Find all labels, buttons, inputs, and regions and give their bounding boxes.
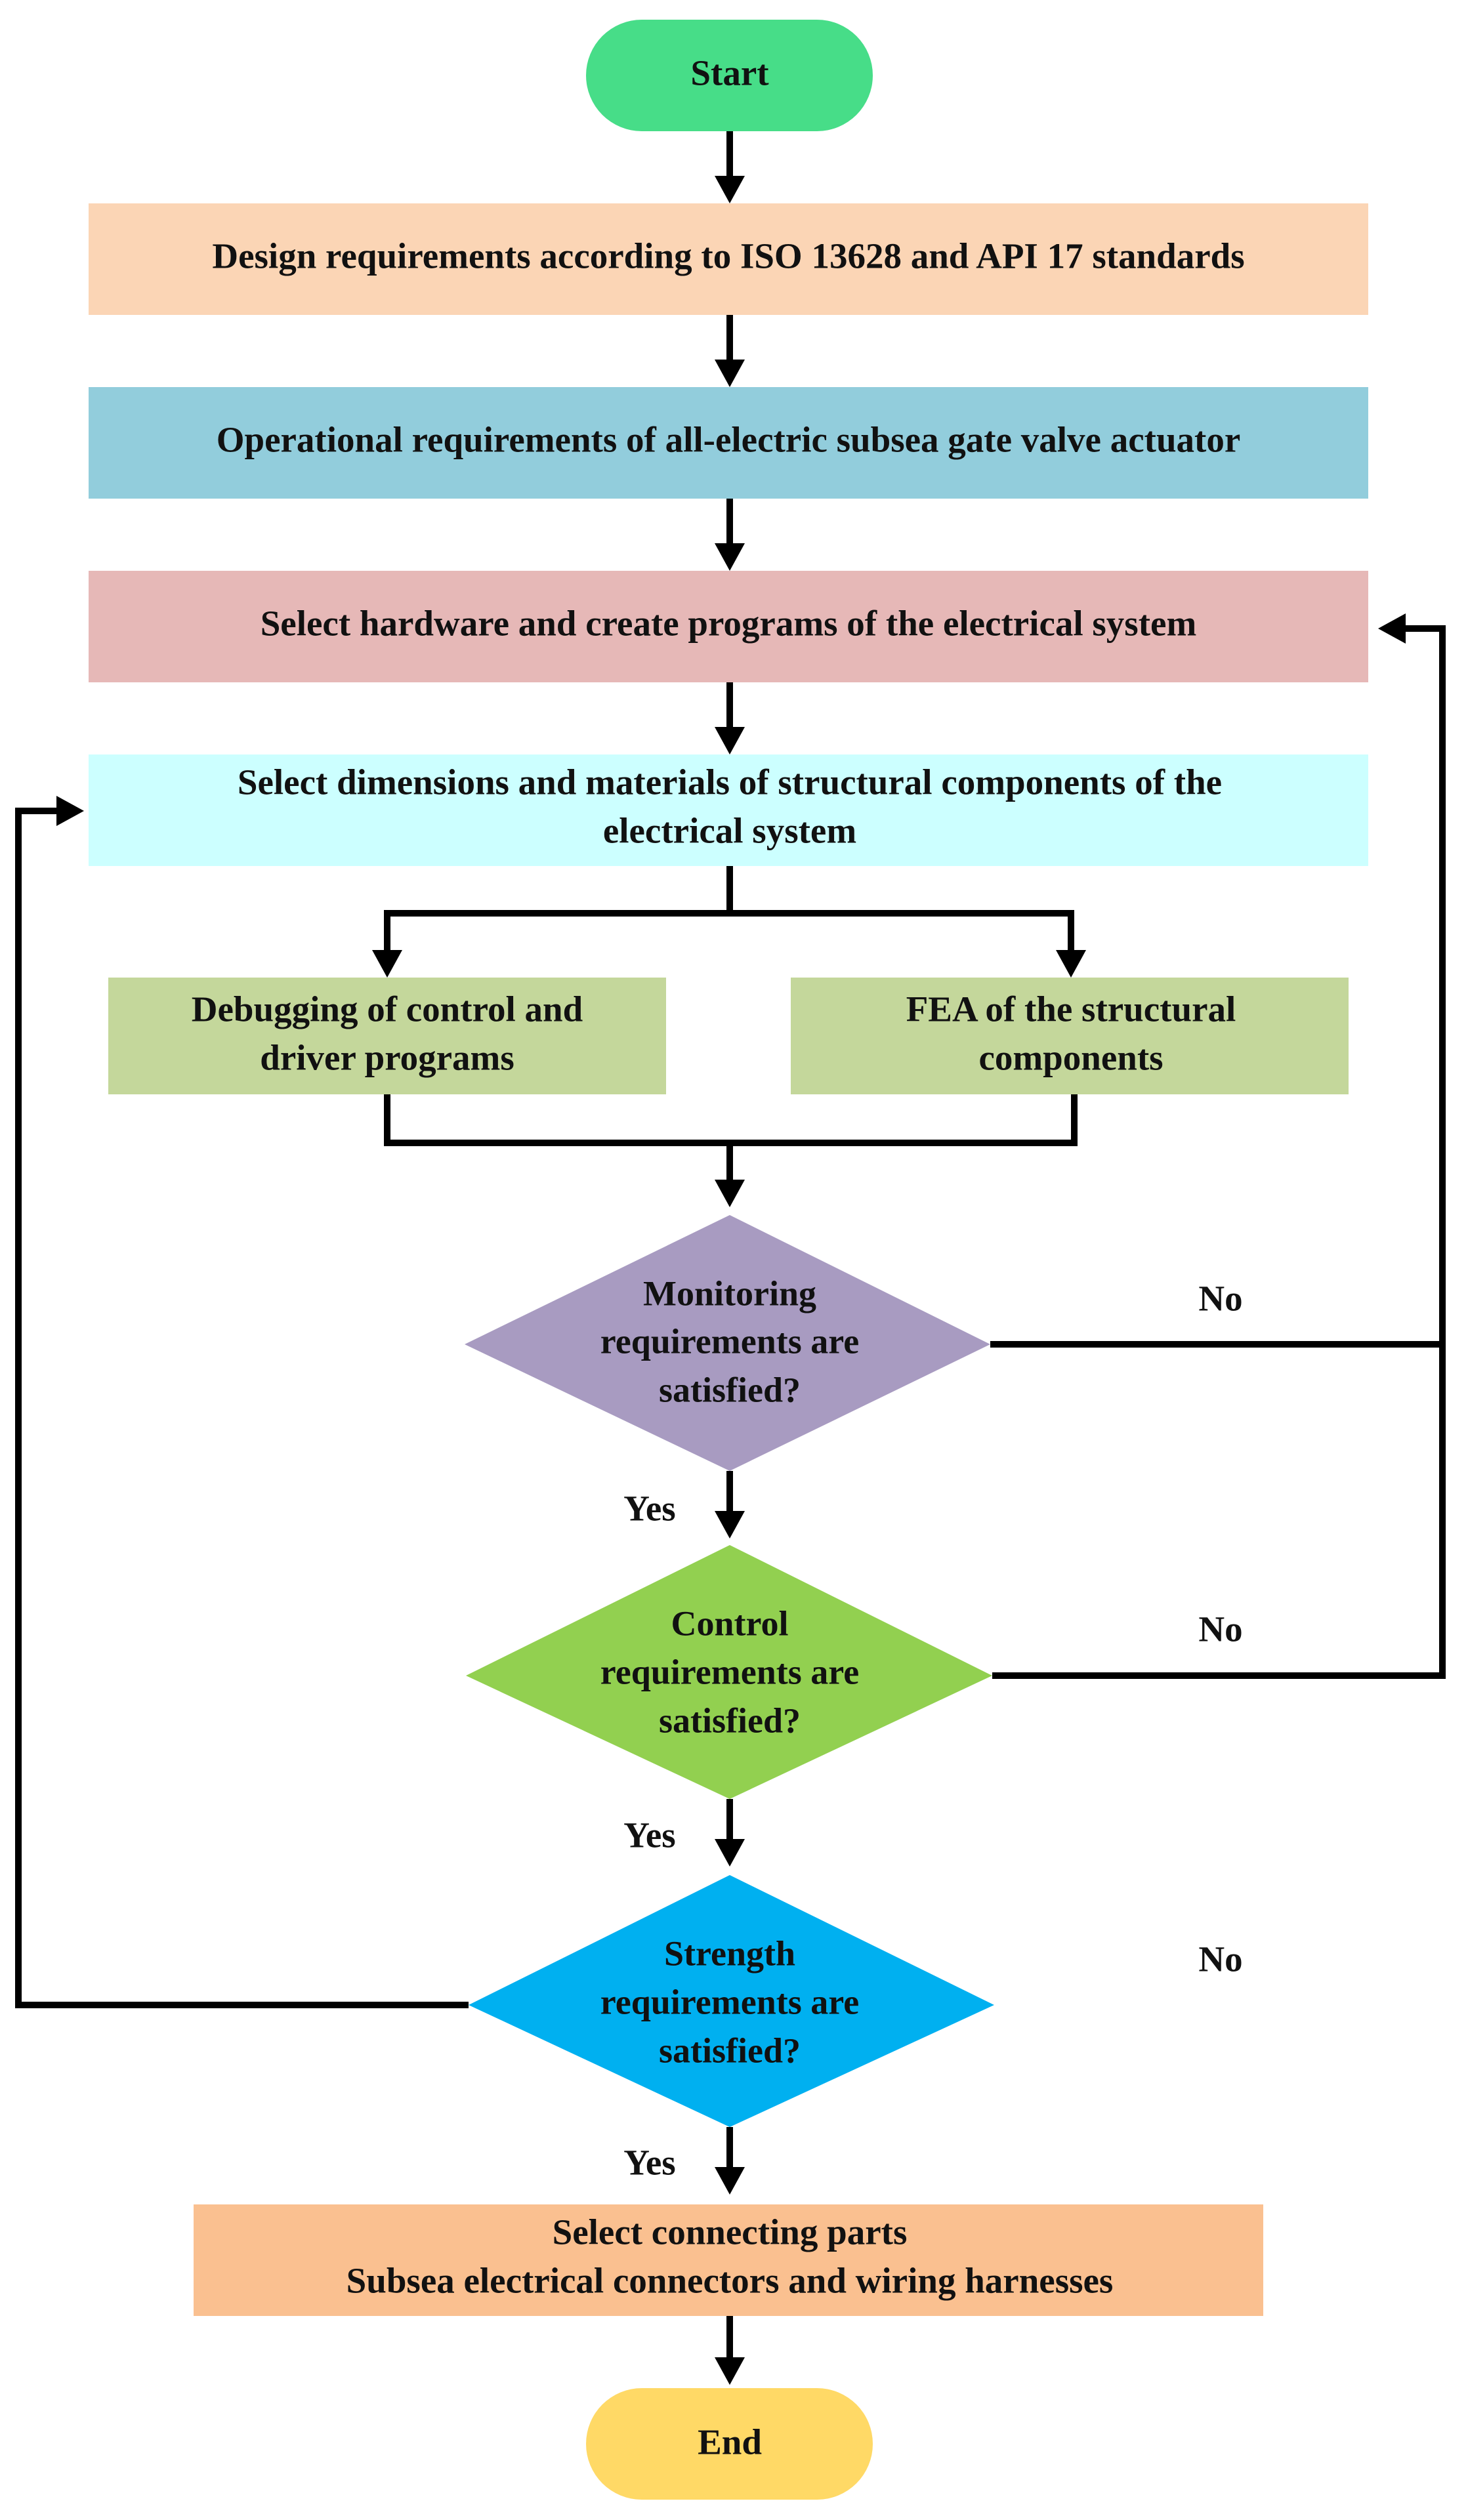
step-operational-box (89, 387, 1368, 499)
merge-connector (384, 1094, 1078, 1146)
decision-strength-line3: satisfied? (659, 2031, 801, 2070)
arrowheads (56, 176, 1406, 2385)
step-connecting-line2: Subsea electrical connectors and wiring … (346, 2261, 1114, 2301)
step-dimensions: Select dimensions and materials of struc… (89, 754, 1368, 866)
step-connecting-line1: Select connecting parts (553, 2212, 908, 2252)
step-operational: Operational requirements of all-electric… (89, 387, 1368, 499)
decision-monitoring-line3: satisfied? (659, 1370, 801, 1409)
no-label-control: No (1198, 1609, 1242, 1649)
end-terminal: End (586, 2388, 873, 2500)
no-label-strength: No (1198, 1939, 1242, 1979)
step-dimensions-line2: electrical system (603, 811, 856, 851)
step-debugging-box (108, 978, 666, 1094)
arrowhead-dimensions (715, 727, 745, 754)
no-loop-monitoring (990, 625, 1446, 1348)
arrowhead-debugging (372, 950, 402, 978)
step-debugging: Debugging of control and driver programs (108, 978, 666, 1094)
step-operational-label: Operational requirements of all-electric… (217, 420, 1241, 460)
step-design-label: Design requirements according to ISO 136… (212, 236, 1244, 276)
step-fea-line1: FEA of the structural (906, 989, 1236, 1029)
decision-strength-diamond (469, 1875, 994, 2127)
start-terminal: Start (586, 20, 873, 131)
split-connector-right (730, 910, 1074, 951)
arrowhead-end (715, 2357, 745, 2385)
arrowhead-loop-to-hardware (1378, 613, 1406, 644)
yes-label-strength: Yes (623, 2143, 675, 2183)
start-label: Start (690, 53, 769, 93)
arrowhead-loop-to-dimensions (56, 796, 84, 826)
decision-monitoring-diamond (465, 1215, 990, 1471)
arrowhead-operational (715, 360, 745, 387)
step-fea-line2: components (978, 1038, 1163, 1078)
decision-monitoring: Monitoring requirements are satisfied? (465, 1215, 990, 1471)
no-loop-control (992, 1344, 1446, 1679)
decision-control-line3: satisfied? (659, 1701, 801, 1740)
start-shape (586, 20, 873, 131)
decision-control-line1: Control (671, 1603, 788, 1643)
connectors (15, 131, 1446, 2359)
arrowhead-connecting (715, 2167, 745, 2195)
arrowhead-control (715, 1511, 745, 1539)
arrowhead-monitoring (715, 1180, 745, 1207)
step-fea-box (791, 978, 1349, 1094)
step-design: Design requirements according to ISO 136… (89, 203, 1368, 315)
step-design-box (89, 203, 1368, 315)
no-loop-strength (15, 808, 469, 2008)
step-connecting: Select connecting parts Subsea electrica… (194, 2204, 1263, 2316)
step-fea: FEA of the structural components (791, 978, 1349, 1094)
step-hardware-label: Select hardware and create programs of t… (261, 604, 1197, 644)
split-connector (384, 866, 733, 951)
decision-control-line2: requirements are (600, 1652, 859, 1691)
decision-strength-line2: requirements are (600, 1982, 859, 2021)
no-label-monitoring: No (1198, 1279, 1242, 1319)
end-shape (586, 2388, 873, 2500)
decision-strength-line1: Strength (664, 1933, 795, 1973)
end-label: End (698, 2422, 762, 2462)
step-hardware: Select hardware and create programs of t… (89, 571, 1368, 682)
step-dimensions-line1: Select dimensions and materials of struc… (238, 762, 1222, 802)
branch-labels: Yes Yes Yes No No No (623, 1279, 1242, 2183)
step-debugging-line1: Debugging of control and (192, 989, 583, 1029)
decision-monitoring-line2: requirements are (600, 1321, 859, 1361)
step-hardware-box (89, 571, 1368, 682)
step-dimensions-box (89, 754, 1368, 866)
decision-monitoring-line1: Monitoring (643, 1273, 816, 1313)
arrowhead-fea (1056, 950, 1086, 978)
decision-strength: Strength requirements are satisfied? (469, 1875, 994, 2127)
arrowhead-design (715, 176, 745, 203)
arrowhead-strength (715, 1839, 745, 1867)
decision-control: Control requirements are satisfied? (466, 1545, 992, 1799)
step-debugging-line2: driver programs (260, 1038, 514, 1078)
decision-control-diamond (466, 1545, 992, 1799)
arrowhead-hardware (715, 543, 745, 571)
yes-label-control: Yes (623, 1815, 675, 1855)
yes-label-monitoring: Yes (623, 1489, 675, 1529)
step-connecting-box (194, 2204, 1263, 2316)
